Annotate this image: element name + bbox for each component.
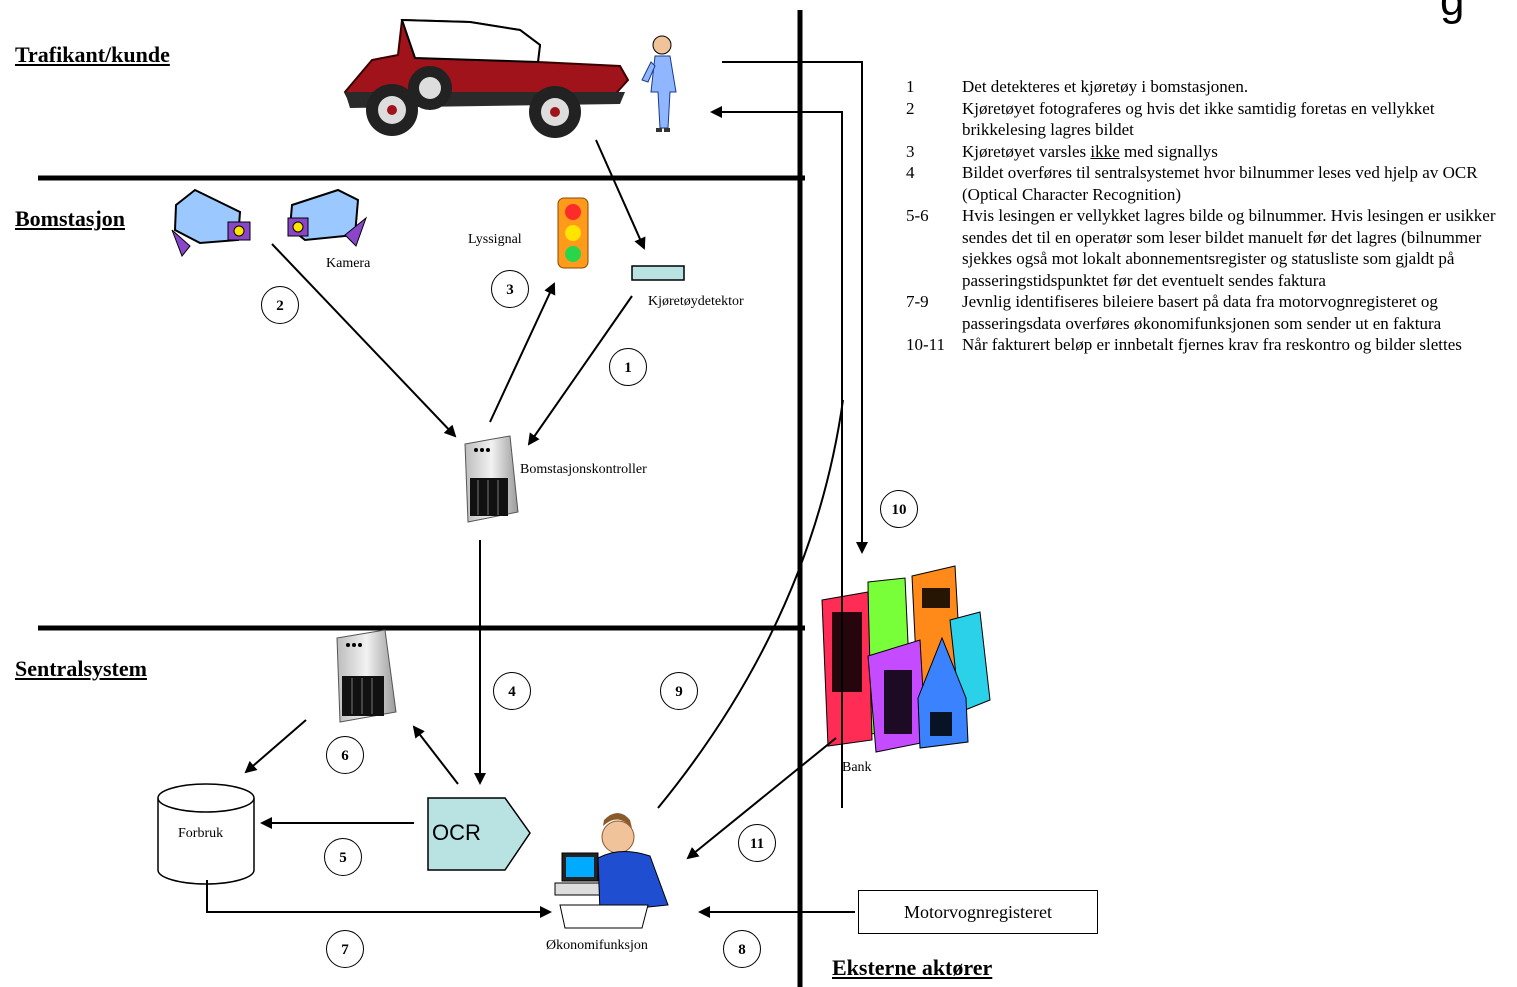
step-badge-3: 3: [491, 270, 529, 308]
label-okonomifunksjon: Økonomifunksjon: [546, 938, 648, 953]
label-kjoretoydetektor: Kjøretøydetektor: [648, 294, 744, 309]
camera-icon-1: [171, 188, 251, 257]
step-badge-9: 9: [660, 672, 698, 710]
section-title-sentralsystem: Sentralsystem: [15, 656, 147, 681]
label-kamera: Kamera: [326, 256, 371, 271]
step-badge-11: 11: [738, 824, 776, 862]
section-title-bomstasjon: Bomstasjon: [15, 206, 126, 231]
step-badge-4: 4: [493, 672, 531, 710]
person-icon: [641, 35, 677, 132]
step-badge-10: 10: [880, 490, 918, 528]
label-lyssignal: Lyssignal: [468, 232, 522, 247]
central-server-icon: [336, 629, 397, 723]
forbruk-database-icon: [157, 783, 255, 885]
bank-buildings-icon: [821, 565, 991, 753]
step-badge-1: 1: [609, 348, 647, 386]
vehicle-detector-icon: [631, 265, 685, 281]
section-title-trafikant: Trafikant/kunde: [15, 42, 170, 67]
label-bank: Bank: [842, 760, 872, 775]
step-badge-2: 2: [261, 286, 299, 324]
step-badge-6: 6: [326, 736, 364, 774]
step-badge-5: 5: [324, 838, 362, 876]
step-badge-8: 8: [723, 930, 761, 968]
separator-lines: [38, 10, 805, 987]
step-badge-7: 7: [326, 930, 364, 968]
cropped-title-fragment: g: [1440, 0, 1465, 25]
ocr-shape: [427, 797, 531, 871]
motorvognregisteret-box: Motorvognregisteret: [858, 890, 1098, 934]
car-icon: [343, 18, 630, 138]
label-forbruk: Forbruk: [178, 826, 224, 841]
toll-controller-server-icon: [464, 435, 519, 523]
finance-operator-icon: [554, 813, 669, 929]
label-bomstasjonskontroller: Bomstasjonskontroller: [520, 462, 647, 477]
flow-arrows: [206, 61, 868, 918]
label-ocr: OCR: [432, 820, 481, 845]
section-title-eksterne: Eksterne aktører: [832, 955, 993, 980]
traffic-light-icon: [557, 197, 589, 269]
camera-icon-2: [287, 188, 368, 247]
